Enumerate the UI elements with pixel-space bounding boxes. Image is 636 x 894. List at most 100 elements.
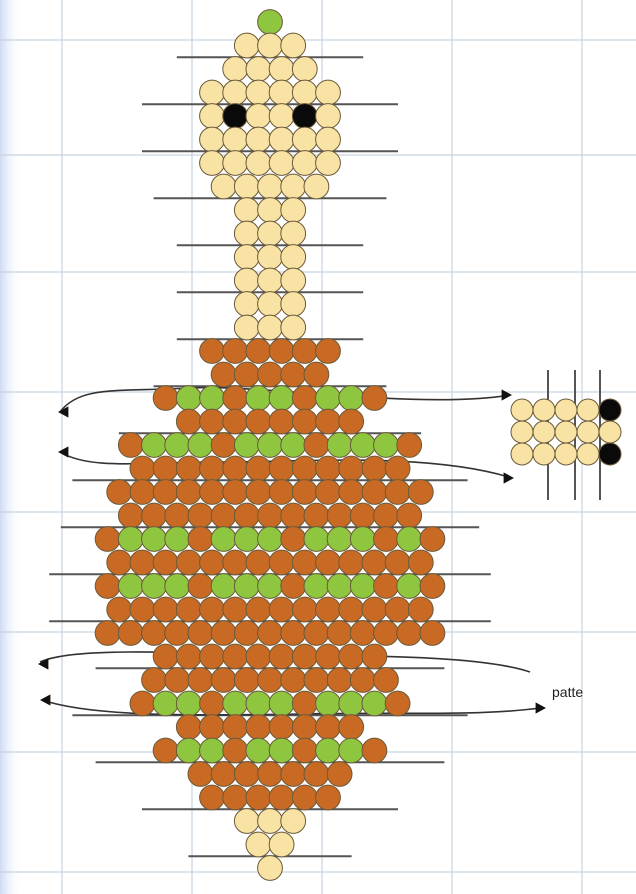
bead-brown	[141, 620, 167, 646]
bead-brown	[199, 549, 225, 576]
bead-green	[315, 385, 341, 411]
bead-brown	[245, 596, 272, 623]
bead-brown	[199, 784, 225, 811]
bead-brown	[199, 408, 225, 435]
bead-brown	[210, 761, 237, 787]
bead-cream	[222, 56, 249, 82]
bead-brown	[361, 479, 388, 505]
bead-brown	[326, 761, 353, 787]
bead-cream	[315, 103, 341, 129]
bead-brown	[129, 549, 156, 576]
bead-brown	[280, 620, 307, 646]
bead-brown	[384, 690, 411, 717]
bead-brown	[291, 479, 318, 505]
bead-cream	[257, 855, 283, 881]
bead-green	[245, 690, 272, 717]
bead-brown	[117, 502, 144, 529]
bead-brown	[315, 714, 341, 740]
bead-brown	[94, 573, 121, 599]
leg-bead-cream	[532, 420, 556, 444]
bead-brown	[291, 408, 318, 435]
bead-green	[361, 690, 388, 717]
bead-cream	[199, 79, 225, 106]
bead-brown	[338, 479, 365, 505]
bead-cream	[245, 103, 272, 129]
bead-brown	[373, 573, 399, 599]
bead-green	[349, 432, 376, 458]
bead-cream	[199, 150, 225, 176]
bead-brown	[117, 432, 144, 458]
bead-green	[373, 432, 399, 458]
bead-green	[117, 573, 144, 599]
bead-brown	[210, 620, 237, 646]
bead-brown	[222, 385, 249, 411]
bead-brown	[152, 455, 179, 482]
bead-brown	[349, 620, 376, 646]
bead-green	[245, 737, 272, 764]
bead-green	[303, 573, 330, 599]
bead-cream	[280, 291, 307, 317]
arrow-head	[501, 389, 512, 401]
bead-brown	[268, 455, 295, 482]
bead-green	[315, 737, 341, 764]
bead-brown	[106, 596, 133, 623]
bead-green	[199, 385, 225, 411]
bead-brown	[175, 714, 202, 740]
leg-bead-cream	[576, 420, 600, 444]
bead-brown	[315, 408, 341, 435]
bead-brown	[303, 502, 330, 529]
bead-brown	[291, 643, 318, 670]
leg-bead-black	[598, 398, 622, 422]
leg-bead-cream	[554, 420, 578, 444]
bead-brown	[175, 549, 202, 576]
bead-green	[326, 573, 353, 599]
bead-cream	[291, 56, 318, 82]
bead-brown	[280, 761, 307, 787]
bead-brown	[94, 620, 121, 646]
bead-brown	[175, 596, 202, 623]
patte-label: patte	[552, 684, 583, 700]
bead-cream	[268, 103, 295, 129]
bead-cream	[280, 314, 307, 341]
bead-brown	[175, 479, 202, 505]
bead-brown	[419, 620, 446, 646]
bead-brown	[257, 761, 283, 787]
bead-brown	[199, 714, 225, 740]
bead-brown	[338, 408, 365, 435]
bead-brown	[245, 479, 272, 505]
bead-brown	[268, 549, 295, 576]
bead-brown	[315, 479, 341, 505]
arrow-head	[58, 446, 69, 458]
bead-cream	[257, 197, 283, 223]
bead-cream	[257, 244, 283, 270]
bead-green	[210, 526, 237, 552]
bead-cream	[291, 150, 318, 176]
bead-cream	[280, 267, 307, 294]
bead-brown	[187, 761, 214, 787]
leg-bead-cream	[532, 442, 556, 466]
bead-brown	[407, 596, 434, 623]
bead-green	[141, 526, 167, 552]
bead-cream	[233, 220, 260, 247]
bead-brown	[222, 549, 249, 576]
bead-brown	[152, 596, 179, 623]
bead-cream	[257, 808, 283, 834]
bead-brown	[373, 502, 399, 529]
bead-green	[199, 737, 225, 764]
bead-cream	[280, 244, 307, 270]
bead-black	[222, 103, 249, 129]
bead-cream	[291, 126, 318, 153]
bead-brown	[152, 385, 179, 411]
bead-brown	[210, 502, 237, 529]
bead-cream	[257, 220, 283, 247]
bead-brown	[291, 596, 318, 623]
bead-brown	[291, 737, 318, 764]
bead-brown	[419, 526, 446, 552]
bead-brown	[187, 573, 214, 599]
bead-brown	[268, 479, 295, 505]
arrow-head	[58, 406, 69, 418]
bead-brown	[280, 502, 307, 529]
bead-green	[349, 573, 376, 599]
bead-brown	[326, 667, 353, 693]
bead-green	[233, 573, 260, 599]
